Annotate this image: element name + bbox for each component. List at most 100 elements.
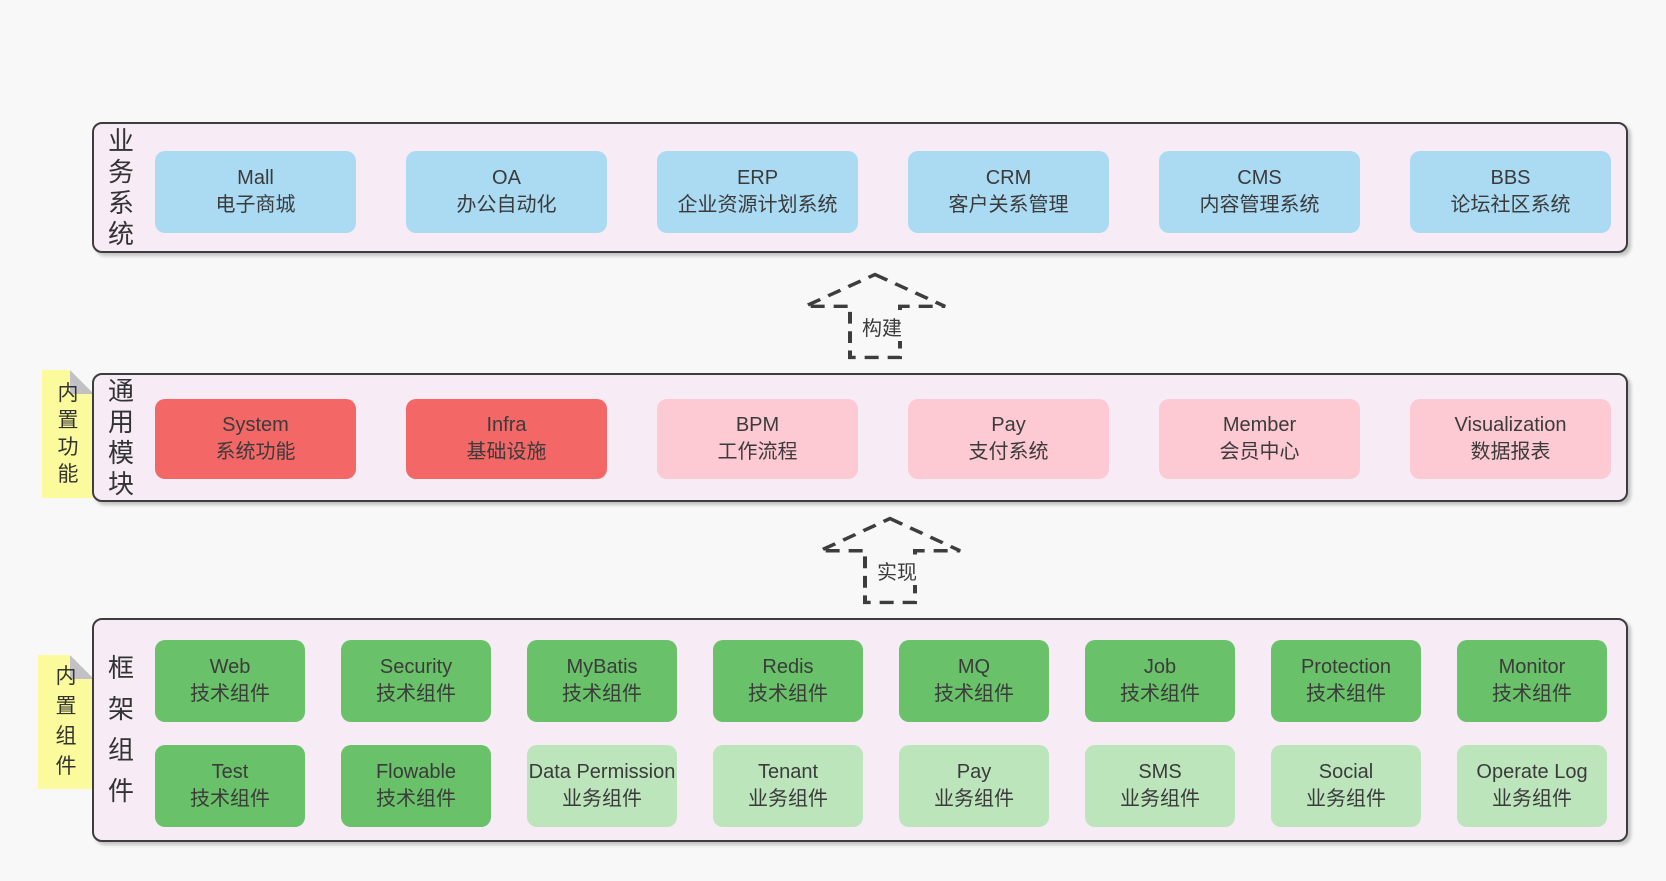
box-mall: Mall 电子商城	[155, 151, 356, 233]
box-mq: MQ 技术组件	[899, 640, 1049, 722]
box-name-zh: 技术组件	[1492, 683, 1572, 705]
arrow-label: 构建	[858, 312, 906, 341]
box-data-permission: Data Permission 业务组件	[527, 745, 677, 827]
arrow-implement: 实现	[815, 516, 965, 605]
box-name-zh: 技术组件	[376, 788, 456, 810]
box-name-en: Flowable	[375, 761, 457, 783]
box-infra: Infra 基础设施	[406, 399, 607, 479]
box-name-en: Operate Log	[1476, 761, 1588, 783]
sticky-vertical-label: 内置功能	[57, 382, 79, 486]
box-sms: SMS 业务组件	[1085, 745, 1235, 827]
box-name-zh: 工作流程	[717, 441, 798, 463]
box-name-en: Infra	[486, 414, 527, 436]
box-mybatis: MyBatis 技术组件	[527, 640, 677, 722]
box-redis: Redis 技术组件	[713, 640, 863, 722]
arrow-build: 构建	[800, 272, 950, 360]
box-name-en: Job	[1143, 656, 1177, 678]
box-name-zh: 技术组件	[748, 683, 828, 705]
box-protection: Protection 技术组件	[1271, 640, 1421, 722]
box-name-zh: 技术组件	[934, 683, 1014, 705]
box-oa: OA 办公自动化	[406, 151, 607, 233]
box-name-en: Protection	[1300, 656, 1392, 678]
box-row: Test 技术组件 Flowable 技术组件 Data Permission 业务组件 T…	[155, 745, 1607, 827]
box-name-zh: 系统功能	[215, 441, 296, 463]
box-name-zh: 技术组件	[562, 683, 642, 705]
box-name-en: ERP	[736, 167, 779, 189]
box-name-en: Tenant	[757, 761, 819, 783]
arrow-label: 实现	[873, 556, 921, 585]
box-row: Mall 电子商城 OA 办公自动化 ERP 企业资源计划系统 CRM 客户关系管理 CMS 内容…	[155, 151, 1611, 233]
sticky-vertical-label: 内置组件	[55, 665, 77, 778]
box-name-en: Mall	[237, 167, 274, 189]
box-name-en: Monitor	[1498, 656, 1566, 678]
box-name-zh: 业务组件	[1306, 788, 1386, 810]
box-name-en: Web	[209, 656, 251, 678]
box-test: Test 技术组件	[155, 745, 305, 827]
box-name-zh: 客户关系管理	[948, 194, 1069, 216]
box-name-en: Security	[379, 656, 453, 678]
box-name-en: MyBatis	[566, 656, 638, 678]
box-name-zh: 论坛社区系统	[1450, 194, 1571, 216]
box-name-zh: 数据报表	[1470, 441, 1551, 463]
band-vertical-label: 业务系统	[107, 125, 134, 249]
box-name-en: SMS	[1138, 761, 1182, 783]
up-arrow-outline-icon	[804, 272, 946, 360]
box-security: Security 技术组件	[341, 640, 491, 722]
box-visualization: Visualization 数据报表	[1410, 399, 1611, 479]
box-name-zh: 基础设施	[466, 441, 547, 463]
box-name-zh: 支付系统	[968, 441, 1049, 463]
box-name-zh: 办公自动化	[456, 194, 557, 216]
box-name-en: Test	[211, 761, 249, 783]
box-name-zh: 内容管理系统	[1199, 194, 1320, 216]
box-name-en: Social	[1318, 761, 1374, 783]
box-name-en: CRM	[985, 167, 1032, 189]
box-pay: Pay 业务组件	[899, 745, 1049, 827]
box-name-en: Member	[1222, 414, 1297, 436]
box-name-zh: 电子商城	[215, 194, 296, 216]
box-cms: CMS 内容管理系统	[1159, 151, 1360, 233]
box-job: Job 技术组件	[1085, 640, 1235, 722]
box-name-zh: 企业资源计划系统	[677, 194, 838, 216]
band-business-systems: 业务系统 Mall 电子商城 OA 办公自动化 ERP 企业资源计划系统 CRM 客户关系管理…	[92, 122, 1628, 253]
band-vertical-label: 框架组件	[107, 653, 134, 806]
band-vertical-label: 通用模块	[107, 375, 134, 499]
box-name-en: CMS	[1237, 167, 1282, 189]
box-name-en: BBS	[1490, 167, 1531, 189]
box-name-en: BPM	[735, 414, 780, 436]
box-bpm: BPM 工作流程	[657, 399, 858, 479]
box-name-zh: 业务组件	[1120, 788, 1200, 810]
box-name-en: Data Permission	[528, 761, 676, 783]
box-name-zh: 技术组件	[190, 788, 270, 810]
box-erp: ERP 企业资源计划系统	[657, 151, 858, 233]
box-name-zh: 业务组件	[562, 788, 642, 810]
box-name-zh: 业务组件	[934, 788, 1014, 810]
box-operate-log: Operate Log 业务组件	[1457, 745, 1607, 827]
box-name-zh: 技术组件	[376, 683, 456, 705]
box-name-zh: 业务组件	[748, 788, 828, 810]
box-flowable: Flowable 技术组件	[341, 745, 491, 827]
box-pay: Pay 支付系统	[908, 399, 1109, 479]
box-name-zh: 技术组件	[1120, 683, 1200, 705]
box-name-zh: 业务组件	[1492, 788, 1572, 810]
box-name-en: MQ	[957, 656, 991, 678]
box-bbs: BBS 论坛社区系统	[1410, 151, 1611, 233]
box-name-en: Visualization	[1454, 414, 1567, 436]
box-name-en: Redis	[762, 656, 814, 678]
box-name-en: OA	[492, 167, 521, 189]
box-web: Web 技术组件	[155, 640, 305, 722]
box-monitor: Monitor 技术组件	[1457, 640, 1607, 722]
box-name-zh: 技术组件	[190, 683, 270, 705]
box-name-en: Pay	[956, 761, 992, 783]
box-crm: CRM 客户关系管理	[908, 151, 1109, 233]
box-name-en: Pay	[991, 414, 1026, 436]
up-arrow-outline-icon	[819, 516, 961, 605]
sticky-builtin-components: 内置组件	[38, 655, 94, 789]
box-name-zh: 技术组件	[1306, 683, 1386, 705]
